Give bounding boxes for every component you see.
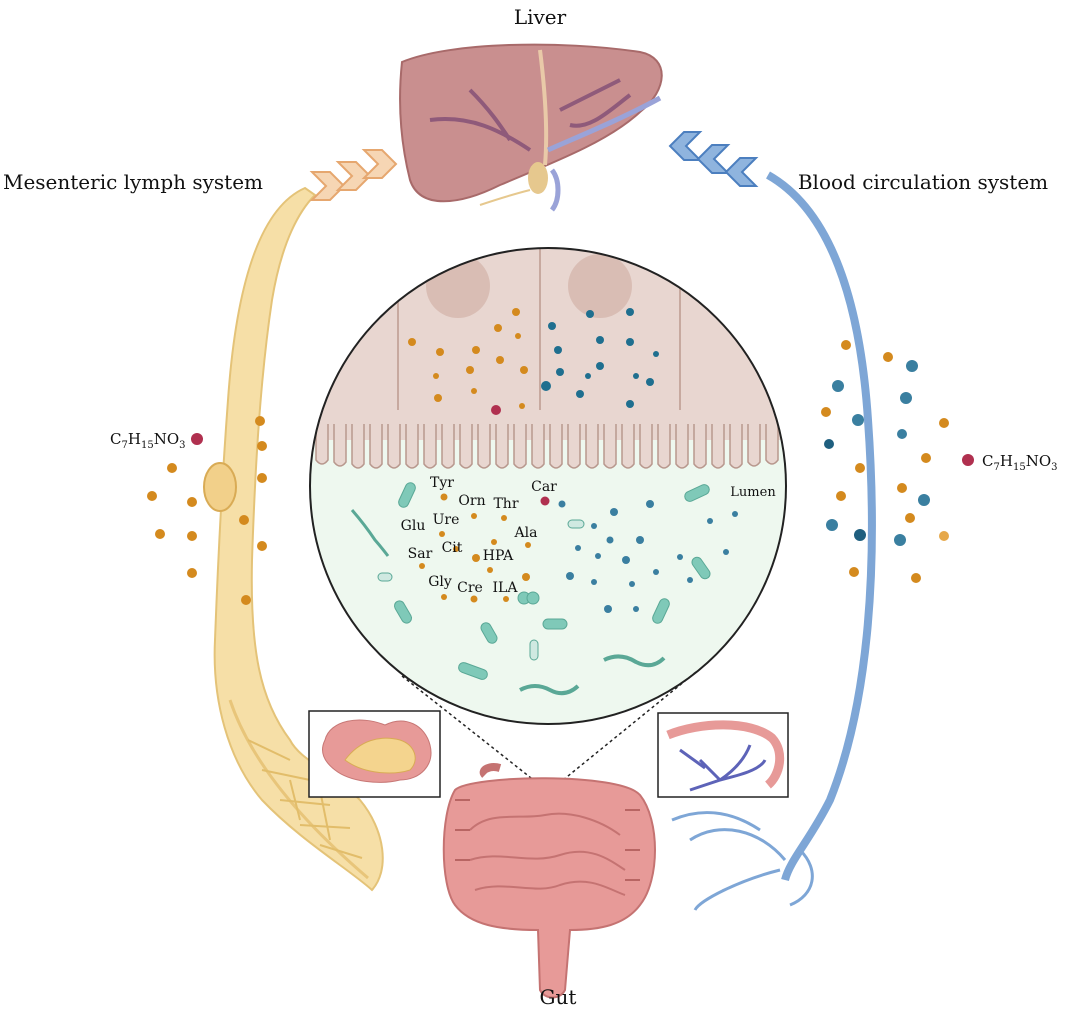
- lymph-node-icon: [203, 462, 237, 512]
- svg-text:Cit: Cit: [442, 540, 463, 556]
- svg-text:Ala: Ala: [514, 525, 538, 541]
- svg-text:C7H15NO3: C7H15NO3: [110, 430, 186, 451]
- lumen-label: Lumen: [730, 485, 776, 500]
- blood-chevron-icon: [668, 131, 759, 187]
- lymph-system-label: Mesenteric lymph system: [3, 170, 263, 194]
- bacteria-icon: [350, 482, 711, 696]
- blood-metabolite-dots: [821, 340, 949, 583]
- lymph-metabolite-dots: [147, 416, 267, 605]
- gut-icon: [442, 763, 656, 999]
- blood-vessel: [671, 171, 876, 911]
- svg-text:Car: Car: [531, 479, 557, 495]
- svg-text:ILA: ILA: [493, 580, 519, 596]
- formula-right: C7H15NO3: [962, 452, 1058, 473]
- blood-system-label: Blood circulation system: [798, 170, 1048, 194]
- gut-label: Gut: [540, 985, 577, 1009]
- liver-icon: [399, 43, 663, 212]
- svg-text:Thr: Thr: [493, 496, 518, 512]
- formula-left: C7H15NO3: [110, 430, 203, 451]
- svg-text:Gly: Gly: [428, 574, 452, 590]
- svg-text:Ure: Ure: [433, 512, 460, 528]
- svg-text:Cre: Cre: [457, 580, 483, 596]
- svg-text:HPA: HPA: [483, 548, 514, 564]
- zoom-lines: [401, 671, 697, 790]
- lymph-chevron-icon: [309, 149, 398, 201]
- svg-text:Sar: Sar: [408, 546, 433, 562]
- lymph-vessel: [203, 186, 384, 892]
- svg-text:Tyr: Tyr: [430, 475, 454, 491]
- magnified-intestine-view: Tyr Orn Thr Car Glu Ure Ala Sar Cit HPA …: [309, 247, 787, 725]
- svg-text:Glu: Glu: [401, 518, 426, 534]
- inset-vessels: [657, 712, 789, 798]
- metabolite-labels: Tyr Orn Thr Car Glu Ure Ala Sar Cit HPA …: [401, 475, 558, 596]
- svg-text:Orn: Orn: [458, 493, 485, 509]
- svg-text:C7H15NO3: C7H15NO3: [982, 452, 1058, 473]
- liver-label: Liver: [514, 5, 567, 29]
- inset-mesentery: [308, 710, 441, 798]
